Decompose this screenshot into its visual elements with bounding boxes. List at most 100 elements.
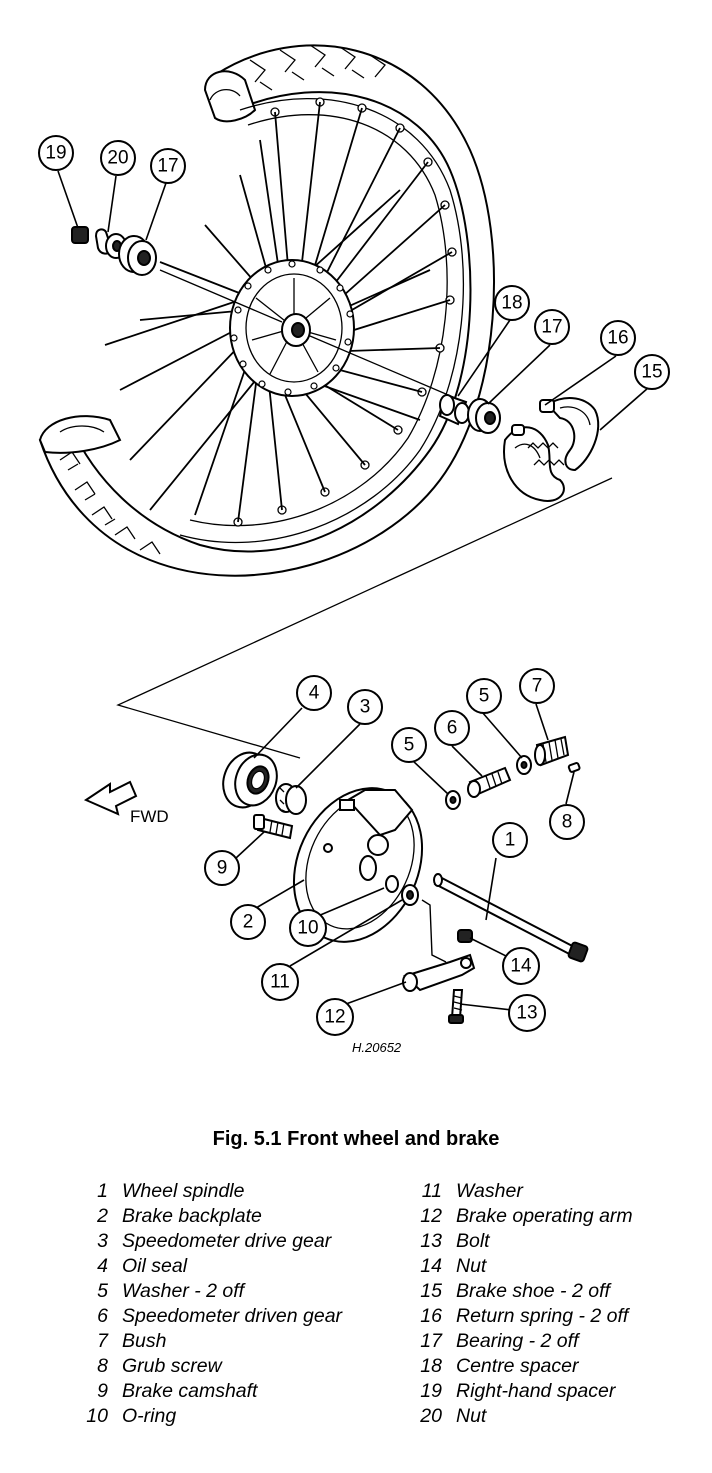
- legend-number: 7: [97, 1330, 108, 1352]
- legend-item: 18 Centre spacer: [398, 1355, 633, 1380]
- legend-number: 13: [420, 1230, 442, 1252]
- callout-12: 12: [316, 998, 354, 1036]
- legend-label: Nut: [456, 1255, 487, 1277]
- callout-2: 2: [230, 904, 266, 940]
- part-12-brake-operating-arm: [402, 899, 476, 992]
- legend-label: Wheel spindle: [122, 1180, 245, 1202]
- svg-text:11: 11: [270, 972, 290, 993]
- front-wheel-exploded-diagram: FWD H.20652 19 20 17 18 17 16 15 4 3 5 6…: [38, 44, 670, 1055]
- legend-label: Brake operating arm: [456, 1205, 633, 1227]
- callout-19: 20: [100, 140, 136, 176]
- legend-label: O-ring: [122, 1405, 177, 1427]
- legend-label: Bush: [122, 1330, 167, 1352]
- legend-item: 3 Speedometer drive gear: [64, 1230, 342, 1255]
- legend-number: 2: [97, 1205, 108, 1227]
- legend-number: 12: [420, 1205, 442, 1227]
- svg-text:17: 17: [157, 156, 178, 177]
- callout-17-right: 17: [534, 309, 570, 345]
- callout-7: 7: [519, 668, 555, 704]
- axis-line-right: [309, 335, 461, 401]
- legend-right-column: 11 Washer 12 Brake operating arm 13 Bolt 14…: [398, 1180, 633, 1430]
- legend-number: 5: [97, 1280, 108, 1302]
- axis-line-left: [159, 269, 283, 323]
- legend-number: 18: [420, 1355, 442, 1377]
- callout-17-left: 17: [150, 148, 186, 184]
- legend-label: Brake camshaft: [122, 1380, 258, 1402]
- legend-number: 10: [86, 1405, 108, 1427]
- svg-text:19: 19: [45, 143, 66, 164]
- legend-item: 15 Brake shoe - 2 off: [398, 1280, 633, 1305]
- svg-text:2: 2: [243, 912, 254, 933]
- callout-11: 11: [261, 963, 299, 1001]
- fwd-arrow-icon: [83, 780, 138, 816]
- legend-item: 8 Grub screw: [64, 1355, 342, 1380]
- callout-4: 4: [296, 675, 332, 711]
- svg-text:9: 9: [217, 858, 228, 879]
- legend-number: 20: [420, 1405, 442, 1427]
- spokes: [104, 101, 453, 523]
- legend-number: 11: [421, 1180, 442, 1202]
- legend-number: 4: [97, 1255, 108, 1277]
- part-11-washer: [401, 884, 419, 906]
- legend-number: 15: [420, 1280, 442, 1302]
- part-17-bearing-right: [467, 398, 501, 434]
- legend-label: Washer: [456, 1180, 523, 1202]
- rim: [179, 98, 465, 544]
- part-7-bush: [534, 735, 570, 767]
- callout-3: 3: [347, 689, 383, 725]
- callout-13: 13: [508, 994, 546, 1032]
- legend-label: Bolt: [456, 1230, 490, 1252]
- legend-item: 9 Brake camshaft: [64, 1380, 342, 1405]
- callout-5-right: 5: [466, 678, 502, 714]
- legend-label: Centre spacer: [456, 1355, 579, 1377]
- part-10-o-ring: [385, 875, 399, 893]
- callout-14: 14: [502, 947, 540, 985]
- legend-label: Brake shoe - 2 off: [456, 1280, 610, 1302]
- part-5-washer-a: [445, 790, 461, 810]
- legend-number: 3: [97, 1230, 108, 1252]
- leader-lines: [57, 170, 649, 1011]
- hub-flange-holes: [230, 260, 354, 396]
- svg-text:17: 17: [541, 317, 562, 338]
- legend-item: 10 O-ring: [64, 1405, 342, 1430]
- legend-item: 13 Bolt: [398, 1230, 633, 1255]
- legend-label: Speedometer drive gear: [122, 1230, 332, 1252]
- callout-20: 19: [38, 135, 74, 171]
- forward-arrow: FWD: [83, 780, 169, 826]
- callout-1: 1: [492, 822, 528, 858]
- svg-text:7: 7: [532, 676, 543, 697]
- tyre-section-bottom: [38, 415, 122, 454]
- part-3-speedometer-drive-gear: [275, 783, 307, 815]
- svg-text:12: 12: [324, 1007, 345, 1028]
- svg-text:6: 6: [447, 718, 458, 739]
- part-17-bearing-left: [118, 235, 157, 276]
- part-4-oil-seal: [222, 751, 278, 809]
- svg-text:3: 3: [360, 697, 371, 718]
- part-1-wheel-spindle: [433, 873, 589, 963]
- callout-9: 9: [204, 850, 240, 886]
- legend-number: 9: [97, 1380, 108, 1402]
- svg-text:8: 8: [562, 812, 573, 833]
- legend-label: Grub screw: [122, 1355, 222, 1377]
- part-15-brake-shoes: [503, 397, 600, 502]
- legend-label: Brake backplate: [122, 1205, 262, 1227]
- svg-text:10: 10: [297, 918, 318, 939]
- wheel-assembly: [38, 44, 495, 577]
- callout-5-left: 5: [391, 727, 427, 763]
- part-14-nut: [457, 929, 473, 943]
- svg-text:20: 20: [107, 148, 128, 169]
- legend-item: 11 Washer: [398, 1180, 633, 1205]
- svg-text:14: 14: [510, 956, 532, 977]
- part-13-bolt: [448, 989, 464, 1024]
- legend-label: Bearing - 2 off: [456, 1330, 579, 1352]
- legend-number: 16: [420, 1305, 442, 1327]
- legend-number: 8: [97, 1355, 108, 1377]
- part-9-brake-camshaft: [253, 814, 294, 840]
